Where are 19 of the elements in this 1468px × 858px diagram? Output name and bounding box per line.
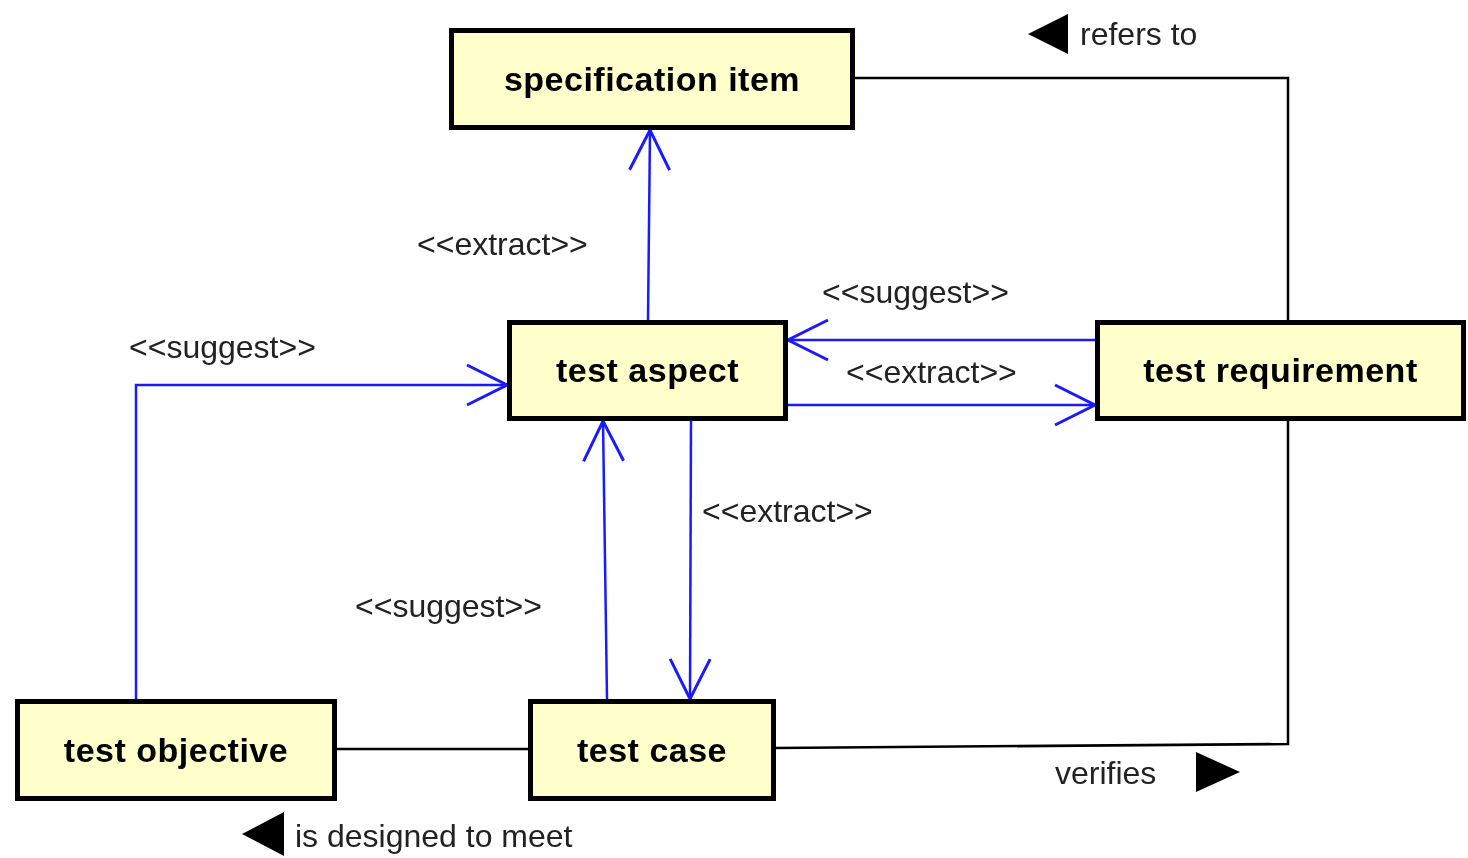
arrow bbox=[786, 318, 1095, 362]
connector-line bbox=[776, 421, 1290, 750]
connector-line bbox=[337, 747, 528, 751]
class-box bbox=[1095, 320, 1466, 421]
node-label: test aspect bbox=[555, 351, 740, 390]
class-box bbox=[449, 28, 855, 130]
arrow bbox=[134, 363, 509, 699]
class-box bbox=[15, 699, 337, 801]
node-label: specification item bbox=[503, 59, 801, 99]
connector-line bbox=[855, 76, 1290, 320]
node-label: test case bbox=[576, 730, 727, 770]
node-label: test requirement bbox=[1143, 351, 1418, 390]
arrow bbox=[668, 421, 712, 701]
arrow bbox=[582, 419, 626, 699]
class-box bbox=[528, 699, 776, 801]
arrow bbox=[628, 128, 672, 320]
class-box bbox=[507, 320, 788, 421]
node-label: test objective bbox=[63, 730, 289, 770]
arrow bbox=[788, 383, 1097, 427]
